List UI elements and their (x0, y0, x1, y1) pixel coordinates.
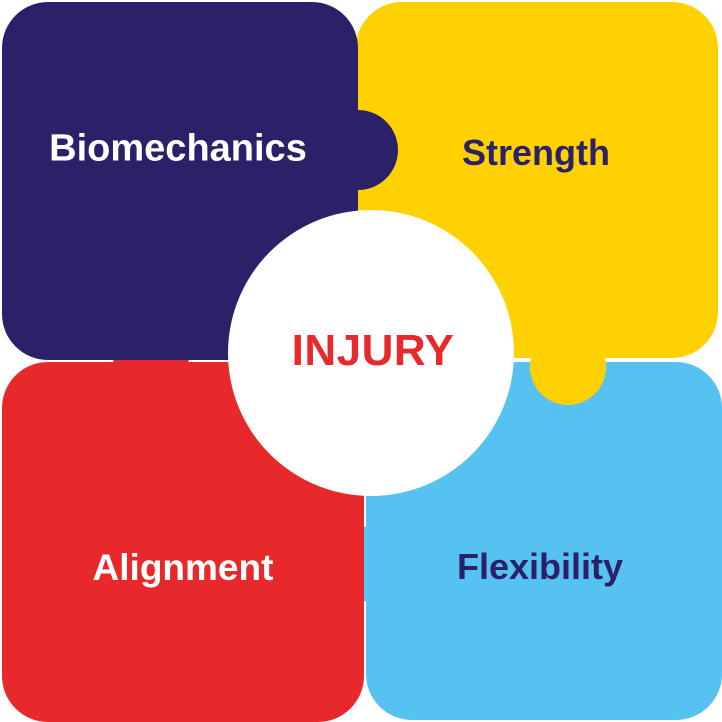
center-label-injury: INJURY (291, 326, 455, 375)
label-flexibility: Flexibility (456, 546, 624, 587)
puzzle-tab-strength (530, 329, 606, 405)
center-circle (228, 210, 514, 496)
label-biomechanics: Biomechanics (49, 127, 307, 170)
label-alignment: Alignment (92, 547, 274, 588)
label-strength: Strength (462, 132, 610, 173)
